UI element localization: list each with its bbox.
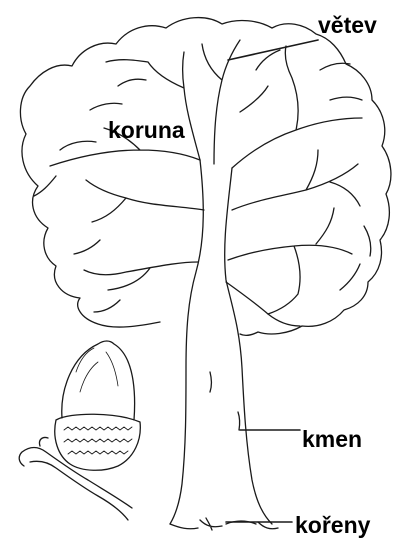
roots — [170, 518, 278, 530]
twig — [340, 226, 371, 290]
trunk-mark — [210, 372, 212, 392]
acorn-nut — [62, 341, 135, 420]
label-kmen: kmen — [302, 428, 362, 451]
trunk-mark — [238, 412, 240, 430]
twig — [74, 240, 120, 312]
branch-right-main — [232, 46, 362, 168]
leader-line-vetev — [228, 40, 318, 60]
acorn-illustration — [19, 341, 140, 520]
branch-left-bottom — [84, 262, 198, 290]
branch-left-lower — [86, 180, 204, 222]
crown-outline — [20, 18, 391, 336]
branch-upper-left — [106, 52, 200, 160]
twig — [240, 50, 280, 112]
twig — [320, 63, 362, 100]
acorn-cap — [55, 414, 141, 470]
label-koruna: koruna — [108, 119, 185, 142]
trunk-right-edge — [225, 168, 272, 524]
acorn-cap-texture — [64, 427, 132, 454]
twig — [34, 141, 96, 196]
branch-right-bottom — [226, 282, 300, 326]
branch-right-mid — [232, 150, 360, 210]
label-koreny: kořeny — [295, 514, 370, 537]
trunk-left-edge — [170, 160, 203, 524]
acorn-twig — [19, 437, 132, 520]
label-vetev: větev — [318, 14, 377, 37]
twig — [90, 79, 146, 110]
branch-right-low — [228, 208, 352, 314]
